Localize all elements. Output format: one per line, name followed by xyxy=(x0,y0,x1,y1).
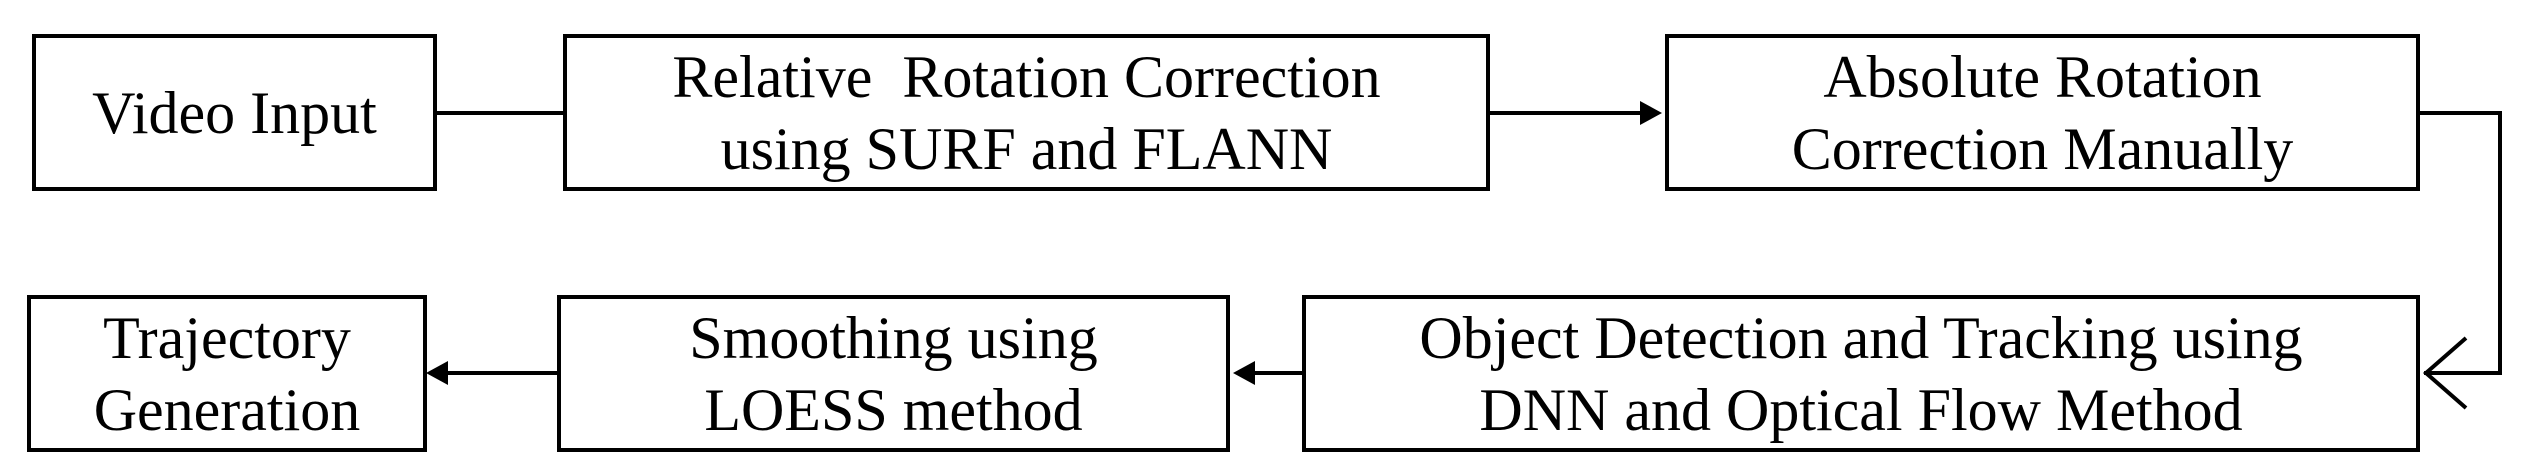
node-video-input: Video Input xyxy=(32,34,437,191)
node-trajectory-label: Trajectory Generation xyxy=(94,302,361,446)
arrowhead-smoothing-to-trajectory xyxy=(426,361,448,385)
node-video-input-line-1: Video Input xyxy=(92,79,377,146)
node-smoothing-line-2: LOESS method xyxy=(704,376,1083,443)
node-smoothing: Smoothing using LOESS method xyxy=(557,295,1230,452)
node-trajectory: Trajectory Generation xyxy=(27,295,427,452)
node-smoothing-line-1: Smoothing using xyxy=(689,304,1098,371)
node-trajectory-line-2: Generation xyxy=(93,376,361,443)
arrowhead-absolute-to-object xyxy=(2422,336,2468,410)
arrowhead-object-to-smoothing xyxy=(1233,361,1255,385)
node-relative-rotation-line-1: Relative Rotation Correction xyxy=(672,43,1381,110)
node-video-input-label: Video Input xyxy=(92,77,377,149)
node-relative-rotation-label: Relative Rotation Correction using SURF … xyxy=(672,41,1380,185)
arrowhead-relative-to-absolute xyxy=(1640,101,1662,125)
node-absolute-rotation-label: Absolute Rotation Correction Manually xyxy=(1792,41,2294,185)
node-absolute-rotation-line-1: Absolute Rotation xyxy=(1823,43,2262,110)
node-object-detection-line-1: Object Detection and Tracking using xyxy=(1419,304,2303,371)
node-smoothing-label: Smoothing using LOESS method xyxy=(689,302,1097,446)
arrow-absolute-to-object xyxy=(2420,111,2502,375)
node-absolute-rotation: Absolute Rotation Correction Manually xyxy=(1665,34,2420,191)
node-object-detection-line-2: DNN and Optical Flow Method xyxy=(1479,376,2243,443)
node-object-detection: Object Detection and Tracking using DNN … xyxy=(1302,295,2420,452)
node-absolute-rotation-line-2: Correction Manually xyxy=(1791,115,2294,182)
node-relative-rotation-line-2: using SURF and FLANN xyxy=(720,115,1333,182)
node-object-detection-label: Object Detection and Tracking using DNN … xyxy=(1419,302,2302,446)
node-trajectory-line-1: Trajectory xyxy=(103,304,351,371)
node-relative-rotation: Relative Rotation Correction using SURF … xyxy=(563,34,1490,191)
